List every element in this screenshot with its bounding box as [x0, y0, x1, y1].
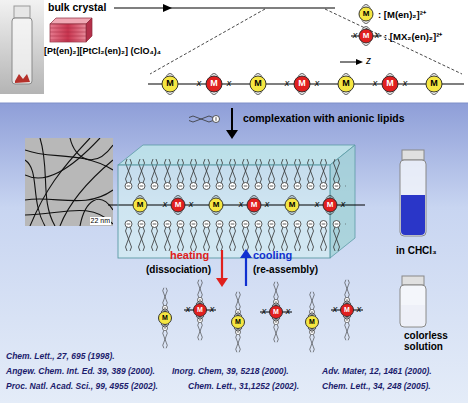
m-complex	[250, 76, 266, 92]
metal-m: M	[197, 306, 203, 313]
halide-x: x	[227, 79, 232, 88]
reference: Chem. Lett., 31,1252 (2002).	[188, 381, 299, 391]
halide-x: x	[357, 305, 362, 314]
mx2-complex	[323, 198, 337, 212]
metal-m: M	[386, 79, 394, 88]
metal-m: M	[344, 306, 350, 313]
m-complex	[209, 198, 223, 212]
metal-m: M	[309, 318, 315, 325]
axis-label: z	[366, 55, 371, 66]
metal-m: M	[254, 79, 262, 88]
metal-m: M	[162, 314, 168, 321]
m-complex	[232, 316, 245, 329]
metal-m: M	[363, 32, 370, 40]
step-label: (re-assembly)	[253, 264, 318, 275]
halide-x: x	[286, 307, 291, 316]
legend-text: : [MX₂(en)₂]²⁺	[384, 30, 442, 43]
tem-image: 22 nm	[25, 138, 113, 226]
metal-m: M	[298, 79, 306, 88]
m-complex	[133, 198, 147, 212]
m-complex	[306, 316, 319, 329]
node-label: in CHCl₃	[396, 245, 437, 256]
halide-x: x	[210, 305, 215, 314]
step-label: (dissociation)	[146, 264, 211, 275]
reference: Adv. Mater, 12, 1461 (2000).	[322, 366, 432, 376]
halide-x: x	[189, 200, 194, 209]
halide-x: x	[315, 200, 320, 209]
metal-m: M	[342, 79, 350, 88]
m-complex	[159, 312, 172, 325]
legend-text: : [M(en)₂]²⁺	[378, 8, 426, 21]
metal-m: M	[166, 79, 174, 88]
node-label: 22 nm	[90, 217, 111, 225]
metal-m: M	[210, 79, 218, 88]
halide-x: x	[262, 307, 267, 316]
vial-photo: colorless solution	[396, 274, 462, 352]
mx2-complex	[247, 198, 261, 212]
crystal-block: bulk crystal [Pt(en)₂][PtCl₂(en)₂] (ClO₄)…	[44, 1, 254, 56]
step-label: cooling	[253, 249, 292, 261]
mx2-complex	[270, 306, 283, 319]
vial-photo: in CHCl₃	[394, 146, 456, 256]
metal-m: M	[327, 201, 334, 209]
mx2-complex	[294, 76, 310, 92]
halide-x: x	[373, 79, 378, 88]
mx2-complex	[382, 76, 398, 92]
halide-x: x	[197, 79, 202, 88]
step-label: heating	[170, 249, 209, 261]
halide-x: x	[375, 31, 380, 40]
reference: Chem. Lett., 27, 695 (1998).	[6, 351, 115, 361]
m-complex	[359, 7, 373, 21]
halide-x: x	[315, 79, 320, 88]
halide-x: x	[285, 79, 290, 88]
metal-m: M	[430, 79, 438, 88]
mx2-complex	[194, 304, 207, 317]
m-complex	[162, 76, 178, 92]
mx2-complex	[359, 29, 373, 43]
halide-x: x	[403, 79, 408, 88]
reference: Chem. Lett., 34, 248 (2005).	[322, 381, 431, 391]
reference: Inorg. Chem, 39, 5218 (2000).	[172, 366, 289, 376]
halide-x: x	[186, 305, 191, 314]
reference: Angew. Chem. Int. Ed. 39, 389 (2000).	[6, 366, 155, 376]
m-complex	[426, 76, 442, 92]
m-complex	[338, 76, 354, 92]
halide-x: x	[353, 31, 358, 40]
node-label: colorless solution	[404, 330, 460, 352]
mx2-complex	[341, 304, 354, 317]
metal-m: M	[235, 318, 241, 325]
halide-x: x	[239, 200, 244, 209]
metal-m: M	[251, 201, 258, 209]
node-subtitle: [Pt(en)₂][PtCl₂(en)₂] (ClO₄)₄	[44, 46, 161, 56]
metal-m: M	[273, 308, 279, 315]
metal-m: M	[137, 201, 144, 209]
metal-m: M	[213, 201, 220, 209]
metal-m: M	[363, 10, 370, 18]
halide-x: x	[265, 200, 270, 209]
halide-x: x	[333, 305, 338, 314]
metal-m: M	[289, 201, 296, 209]
mx2-complex	[171, 198, 185, 212]
halide-x: x	[163, 200, 168, 209]
mx2-complex	[206, 76, 222, 92]
node-label: bulk crystal	[48, 1, 106, 13]
step-label: complexation with anionic lipids	[243, 112, 405, 124]
halide-x: x	[341, 200, 346, 209]
metal-m: M	[175, 201, 182, 209]
m-complex	[285, 198, 299, 212]
reference: Proc. Natl. Acad. Sci., 99, 4955 (2002).	[6, 381, 158, 391]
